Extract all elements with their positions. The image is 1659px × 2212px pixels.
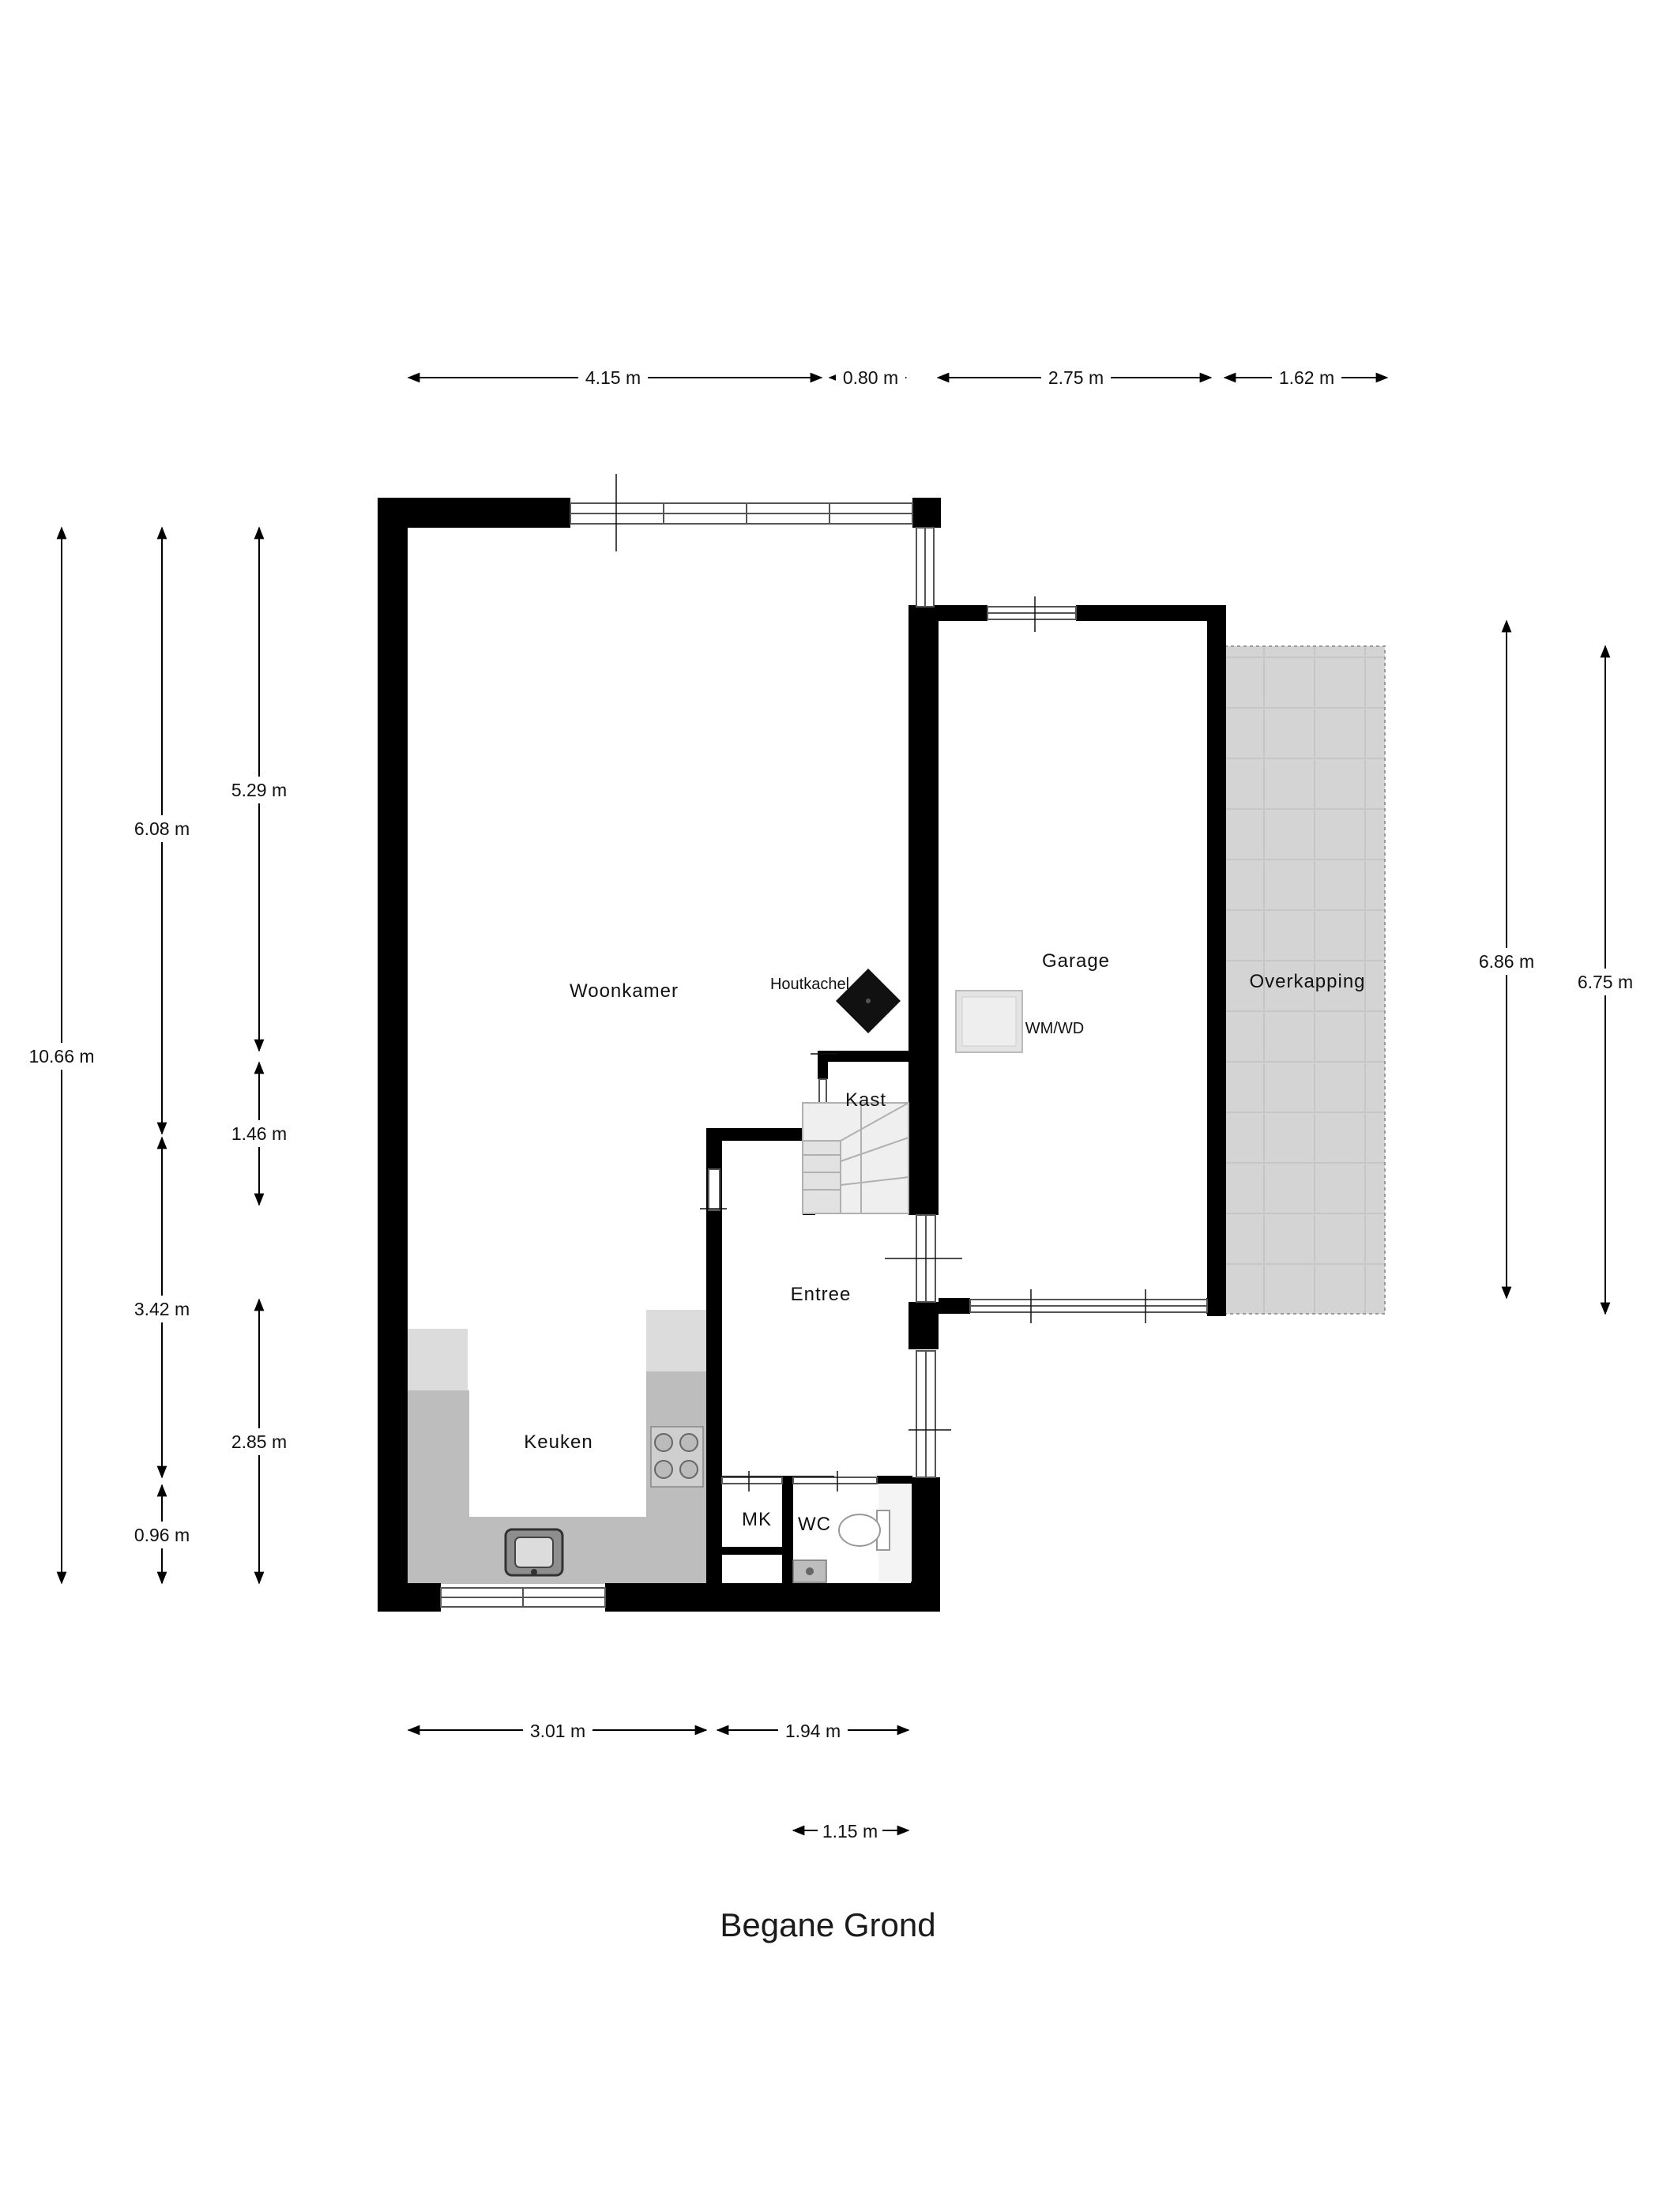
room-label-wc: WC — [798, 1514, 831, 1535]
dim-top-4: 1.62 m — [1279, 367, 1334, 388]
hand-basin-icon — [792, 1559, 827, 1583]
floor-title: Begane Grond — [720, 1906, 935, 1943]
staircase — [802, 1102, 909, 1214]
wood-stove-icon — [835, 968, 901, 1034]
walls — [378, 498, 1226, 1612]
room-label-woonkamer: Woonkamer — [570, 980, 679, 1002]
washing-machine-icon — [955, 990, 1023, 1053]
dim-bottom-2: 1.94 m — [785, 1721, 841, 1741]
dim-left-col3-1: 5.29 m — [231, 780, 287, 800]
window-ticks — [615, 474, 1146, 1492]
dim-bottom-1: 3.01 m — [530, 1721, 585, 1741]
room-labels: Woonkamer Keuken Entree Kast Garage Over… — [524, 950, 1365, 1535]
dim-top-3: 2.75 m — [1048, 367, 1104, 388]
dim-top-2: 0.80 m — [843, 367, 898, 388]
dim-left-col2-1: 6.08 m — [134, 818, 190, 839]
room-label-entree: Entree — [791, 1284, 852, 1305]
dim-left-col3-2: 1.46 m — [231, 1123, 287, 1144]
cooktop-icon — [650, 1426, 704, 1488]
room-label-keuken: Keuken — [524, 1431, 592, 1453]
dim-left-col2-3: 0.96 m — [134, 1525, 190, 1545]
toilet-icon — [838, 1484, 912, 1582]
dim-left-total: 10.66 m — [28, 1046, 94, 1066]
dim-left-col3-3: 2.85 m — [231, 1431, 287, 1452]
kitchen-sink-icon — [504, 1528, 564, 1577]
dim-bottom-3: 1.15 m — [822, 1821, 878, 1841]
dim-right-1: 6.86 m — [1479, 951, 1534, 972]
room-label-overkapping: Overkapping — [1249, 971, 1365, 992]
windows — [440, 502, 1208, 1608]
dim-left-col2-2: 3.42 m — [134, 1299, 190, 1319]
fixture-label-wmwd: WM/WD — [1025, 1020, 1084, 1037]
room-label-mk: MK — [742, 1509, 772, 1530]
dim-right-2: 6.75 m — [1578, 972, 1633, 992]
room-label-garage: Garage — [1042, 950, 1110, 972]
dimension-label-backgrounds — [24, 367, 1641, 1841]
dimension-labels: 4.15 m 0.80 m 2.75 m 1.62 m 10.66 m 6.08… — [28, 367, 1633, 1841]
fixture-label-houtkachel: Houtkachel — [770, 976, 849, 993]
overkapping-area — [1224, 645, 1386, 1315]
dim-top-1: 4.15 m — [585, 367, 641, 388]
room-label-kast: Kast — [845, 1089, 886, 1111]
